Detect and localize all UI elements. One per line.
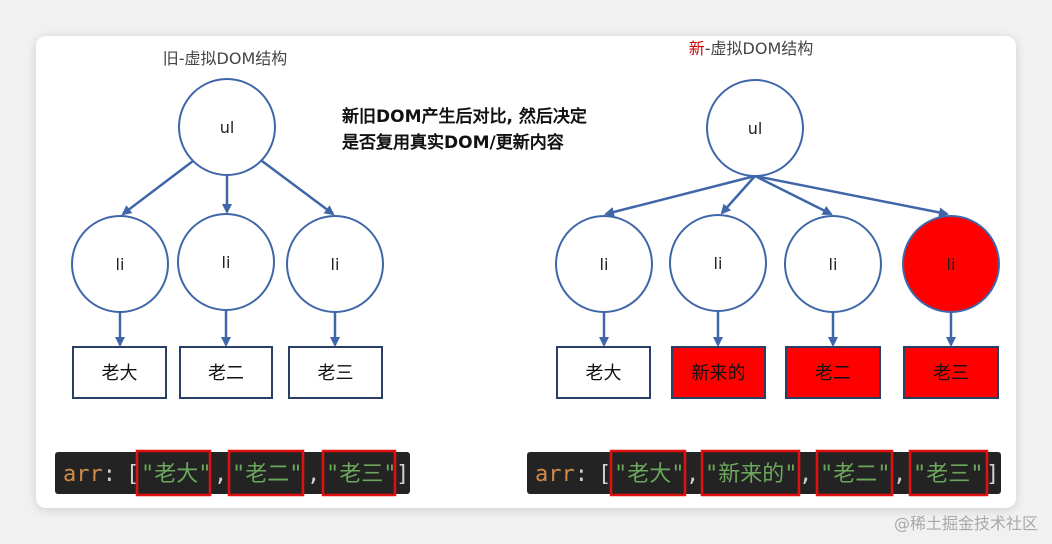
old-li-label-1: li [116,255,125,274]
new-li-node-4-highlighted [902,215,1000,313]
new-li-node-1 [555,215,653,313]
new-highlight-frame-1 [609,449,687,497]
old-text-box-2 [179,346,273,399]
old-vdom-tree: ul li li li 老大 老二 老三 [71,78,384,399]
new-vdom-tree: ul li li li li 老大 新来的 老二 老三 [555,79,1000,399]
new-li-label-1: li [600,255,609,274]
old-li-node-2 [177,213,275,311]
new-edge-root-li-2 [720,175,756,215]
new-array-code: arr:["老大","新来的","老二","老三"] [527,449,1001,497]
new-edge-root-li-3 [754,174,833,216]
old-array-code: arr:["老大","老二","老三"] [55,449,410,497]
old-text-box-3 [288,346,383,399]
new-text-box-4-highlighted [903,346,999,399]
new-vdom-title-highlight: 新 [689,39,705,58]
new-highlight-frame-3 [815,449,894,497]
new-vdom-title-rest: -虚拟DOM结构 [705,39,814,58]
new-li-node-3 [784,215,882,313]
note-line-1: 新旧DOM产生后对比, 然后决定 [342,106,587,127]
old-li-node-1 [71,215,169,313]
new-code-line: arr:["老大","新来的","老二","老三"] [535,462,999,487]
old-li-label-2: li [222,253,231,272]
new-text-box-3-highlighted [785,346,881,399]
new-root-label: ul [748,119,763,138]
new-highlight-frame-2 [700,449,801,497]
old-edge-root-li-3 [261,159,335,216]
old-text-3: 老三 [318,363,354,384]
new-text-2: 新来的 [692,363,746,384]
new-text-1: 老大 [586,363,622,384]
old-highlight-frame-3 [321,449,397,497]
new-root-node [706,79,804,177]
old-li-node-3 [286,215,384,313]
note-line-2: 是否复用真实DOM/更新内容 [342,132,564,153]
new-text-box-2-highlighted [671,346,766,399]
new-code-background [527,452,1001,494]
old-text-box-1 [72,346,167,399]
new-vdom-title: 新-虚拟DOM结构 [689,39,814,58]
watermark: @稀土掘金技术社区 [893,514,1038,533]
tree-edges [115,159,956,347]
old-highlight-frame-2 [227,449,305,497]
old-root-node [178,78,276,176]
old-code-background [55,452,410,494]
new-text-box-1 [556,346,651,399]
new-edge-root-li-4 [754,174,949,218]
old-root-label: ul [220,118,235,137]
new-li-label-4: li [947,255,956,274]
old-highlight-frame-1 [135,449,212,497]
old-li-label-3: li [331,255,340,274]
old-text-2: 老二 [208,363,244,384]
new-text-4: 老三 [933,363,969,384]
old-edge-root-li-1 [121,160,194,216]
old-code-line: arr:["老大","老二","老三"] [63,462,409,487]
old-text-1: 老大 [102,363,138,384]
new-text-3: 老二 [815,363,851,384]
old-vdom-title: 旧-虚拟DOM结构 [163,49,288,68]
new-highlight-frame-4 [908,449,989,497]
new-li-node-2 [669,214,767,312]
new-li-label-3: li [829,255,838,274]
new-li-label-2: li [714,254,723,273]
new-edge-root-li-1 [604,174,756,217]
